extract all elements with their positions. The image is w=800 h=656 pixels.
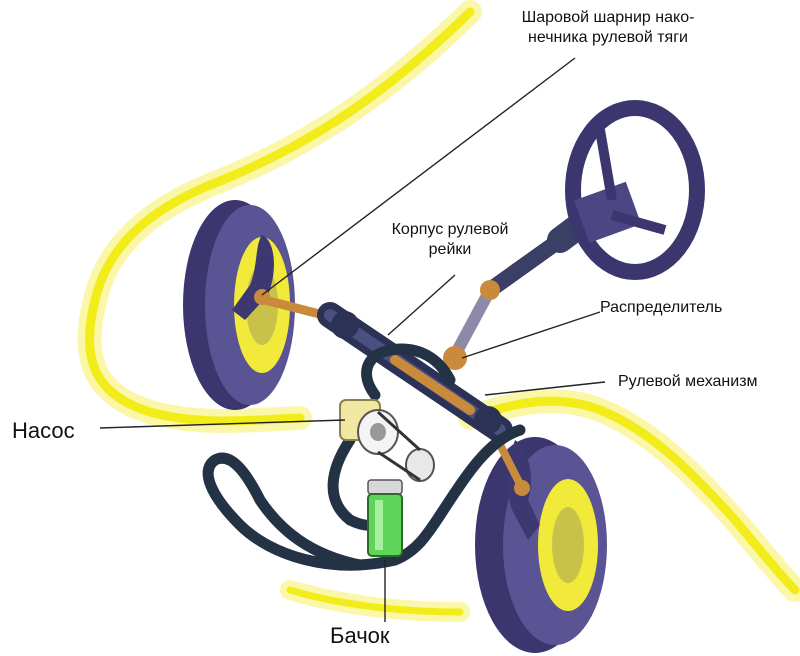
reservoir (367, 479, 403, 557)
label-reservoir: Бачок (330, 623, 390, 648)
label-rack-housing-line2: рейки (428, 241, 472, 258)
label-rack-housing: Корпус рулевой рейки (365, 220, 535, 260)
label-tie-rod-line1: Шаровой шарнир нако- (521, 9, 695, 26)
car-body-outline (77, 0, 800, 622)
label-rack-housing-line1: Корпус рулевой (391, 221, 509, 238)
label-tie-rod-line2: нечника рулевой тяги (528, 29, 688, 46)
steering-rack (317, 302, 513, 443)
right-wheel (475, 437, 607, 653)
label-steering-mechanism: Рулевой механизм (618, 373, 758, 390)
steering-wheel (565, 100, 705, 280)
pump (339, 399, 435, 482)
label-tie-rod-ball-joint: Шаровой шарнир нако- нечника рулевой тяг… (478, 8, 738, 48)
label-pump: Насос (12, 418, 75, 443)
leader-lines (99, 57, 606, 622)
label-distributor: Распределитель (600, 299, 723, 316)
